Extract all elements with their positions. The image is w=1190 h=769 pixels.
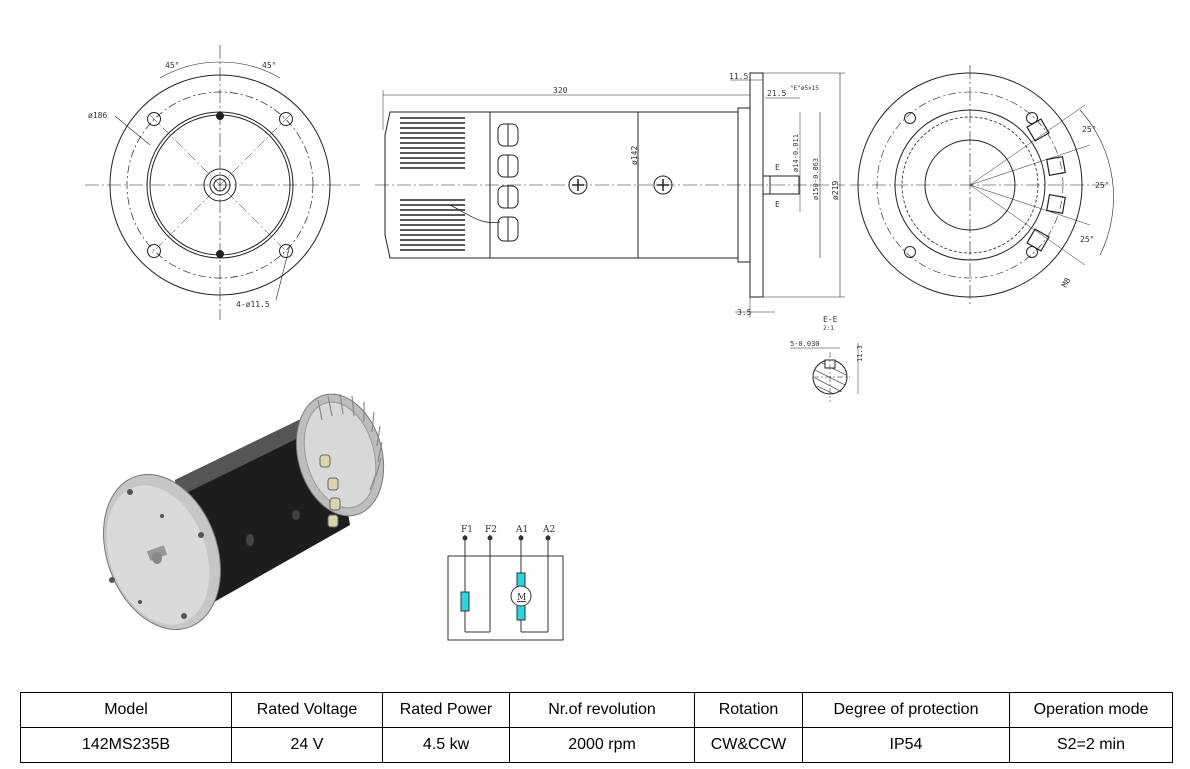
spec-header-row: Model Rated Voltage Rated Power Nr.of re… <box>20 692 1173 728</box>
front-bolt-hole <box>279 244 293 258</box>
side-section-mark-bottom: E <box>775 200 780 209</box>
motor-symbol-label: M <box>517 593 526 603</box>
terminal-label-a2: A2 <box>542 525 555 535</box>
side-shaft-length-label: 21.5 <box>767 89 786 98</box>
terminal-label-f2: F2 <box>485 525 497 535</box>
side-flange-thickness-label: 11.5 <box>729 72 748 81</box>
side-length-label: 320 <box>553 86 568 95</box>
front-angle-left-label: 45° <box>165 61 179 70</box>
front-pcd-label: ø186 <box>88 111 107 120</box>
section-key-width: 5-0.030 <box>790 340 820 348</box>
front-bolt-hole <box>147 244 161 258</box>
side-key-spec-label: "E"ø5×15 <box>790 85 819 92</box>
value-rated-power: 4.5 kw <box>382 727 510 763</box>
front-holes-label: 4-ø11.5 <box>236 300 270 309</box>
section-key-height: 11.3 <box>856 345 864 362</box>
value-rotation: CW&CCW <box>694 727 803 763</box>
side-shaft-dia-label: ø14-0.011 <box>792 134 800 172</box>
front-bolt-hole <box>147 112 161 126</box>
technical-drawing: 45° 45° ø186 4-ø11.5 <box>85 45 1114 641</box>
side-spigot-dia-label: ø150-0.063 <box>812 158 820 200</box>
terminal-label-f1: F1 <box>461 525 473 535</box>
header-revolution: Nr.of revolution <box>509 692 695 728</box>
rear-angle-top-label: 25° <box>1082 125 1096 134</box>
section-scale: 2:1 <box>823 325 834 332</box>
rear-angle-mid-label: 25° <box>1095 181 1109 190</box>
rear-terminals <box>1026 118 1066 252</box>
header-rotation: Rotation <box>694 692 803 728</box>
rear-view <box>850 65 1114 305</box>
side-view <box>375 72 845 318</box>
side-offset-label: 3.5 <box>737 308 752 317</box>
front-bolt-hole <box>279 112 293 126</box>
header-rated-voltage: Rated Voltage <box>231 692 383 728</box>
header-protection: Degree of protection <box>802 692 1010 728</box>
value-rated-voltage: 24 V <box>231 727 383 763</box>
value-operation-mode: S2=2 min <box>1009 727 1173 763</box>
header-model: Model <box>20 692 232 728</box>
section-view <box>790 343 859 402</box>
side-flange-dia-label: ø219 <box>831 181 840 200</box>
rear-thread-label: M8 <box>1060 276 1073 289</box>
header-operation-mode: Operation mode <box>1009 692 1173 728</box>
value-protection: IP54 <box>802 727 1010 763</box>
spec-table: Model Rated Voltage Rated Power Nr.of re… <box>20 692 1173 763</box>
side-section-mark-top: E <box>775 163 780 172</box>
front-view <box>85 45 360 320</box>
motor-3d-render <box>103 393 385 630</box>
side-body-dia-label: ø142 <box>630 146 639 165</box>
rear-angle-bottom-label: 25° <box>1080 235 1094 244</box>
wiring-schematic <box>447 535 564 641</box>
side-cooling-fins <box>400 117 465 251</box>
field-winding <box>460 591 470 612</box>
value-model: 142MS235B <box>20 727 232 763</box>
value-revolution: 2000 rpm <box>509 727 695 763</box>
spec-value-row: 142MS235B 24 V 4.5 kw 2000 rpm CW&CCW IP… <box>20 727 1173 763</box>
header-rated-power: Rated Power <box>382 692 510 728</box>
terminal-label-a1: A1 <box>515 525 528 535</box>
front-angle-right-label: 45° <box>262 61 276 70</box>
side-terminals <box>497 123 519 242</box>
schematic-frame <box>447 555 564 641</box>
section-title: E-E <box>823 315 838 324</box>
motor-symbol-circle <box>510 585 532 607</box>
